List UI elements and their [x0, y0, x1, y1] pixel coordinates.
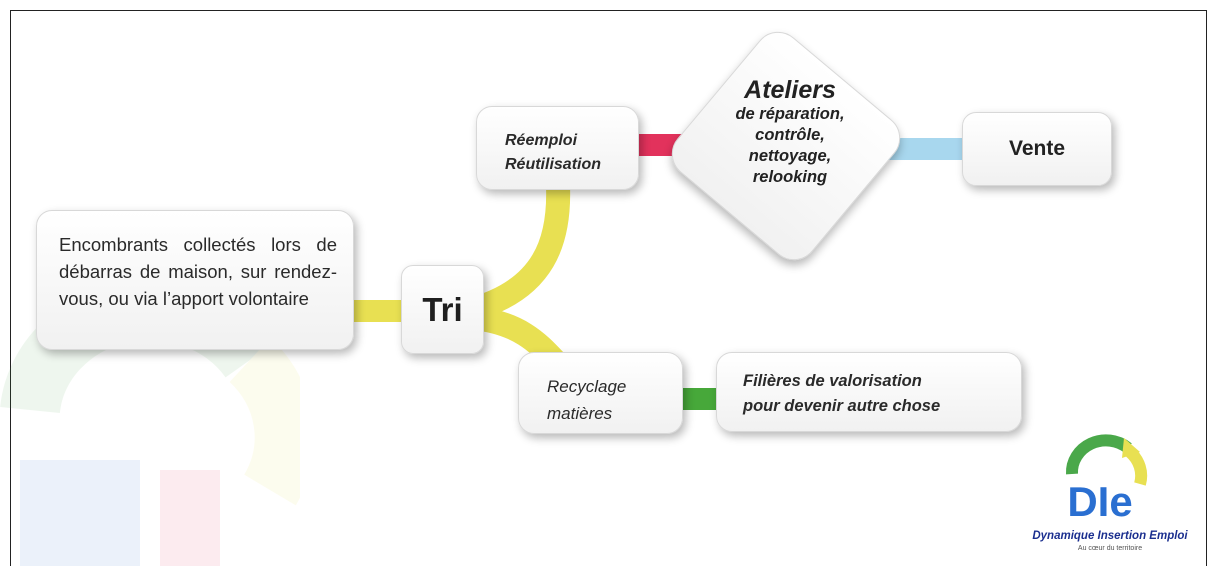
source-text: Encombrants collectés lors de débarras d…: [59, 234, 337, 309]
logo-green-arc: [1065, 434, 1132, 475]
workshops-text: Ateliers de réparation, contrôle, nettoy…: [704, 76, 876, 188]
sort-label: Tri: [422, 290, 463, 328]
logo-letters: DIe: [1067, 478, 1132, 522]
reuse-box: Réemploi Réutilisation: [476, 106, 639, 190]
reuse-line1: Réemploi: [505, 132, 578, 149]
pathways-line1: Filières de valorisation: [743, 372, 922, 390]
sale-label: Vente: [1008, 137, 1066, 160]
sale-box: Vente: [962, 112, 1112, 186]
connector-source-to-sort: [350, 300, 406, 322]
logo-yellow-arc: [1125, 447, 1148, 486]
pathways-box: Filières de valorisation pour devenir au…: [716, 352, 1022, 432]
recycling-box: Recyclage matières: [518, 352, 683, 434]
connector-recycling-to-pathways: [680, 388, 720, 410]
recycling-line2: matières: [547, 404, 613, 423]
workshops-detail: de réparation, contrôle, nettoyage, relo…: [735, 105, 845, 186]
recycling-line1: Recyclage: [547, 377, 627, 396]
sort-box: Tri: [401, 265, 484, 354]
connector-sort-to-reuse: [466, 185, 571, 322]
reuse-line2: Réutilisation: [505, 156, 602, 173]
pathways-line2: pour devenir autre chose: [743, 397, 941, 415]
logo-company-name: Dynamique Insertion Emploi: [1032, 530, 1188, 542]
logo-tagline: Au cœur du territoire: [1077, 545, 1143, 552]
source-box: Encombrants collectés lors de débarras d…: [36, 210, 354, 350]
workshops-title: Ateliers: [744, 76, 836, 104]
company-logo: DIe: [1065, 434, 1148, 522]
